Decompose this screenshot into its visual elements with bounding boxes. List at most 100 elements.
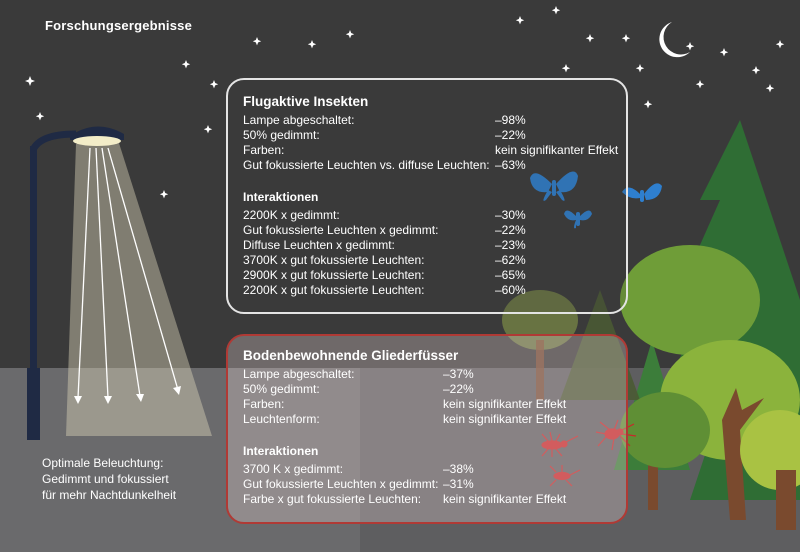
result-row: Lampe abgeschaltet:–98% — [243, 113, 622, 128]
star — [585, 34, 595, 43]
interaction-row: Gut fokussierte Leuchten x gedimmt:–31% — [243, 477, 622, 492]
star — [252, 37, 262, 46]
row-value: –22% — [443, 382, 474, 396]
row-label: Farben: — [243, 143, 285, 157]
row-value: –38% — [443, 462, 474, 476]
row-label: 3700 K x gedimmt: — [243, 462, 344, 476]
caption-line: für mehr Nachtdunkelheit — [42, 488, 177, 502]
star — [695, 80, 705, 89]
arrowhead — [136, 394, 144, 402]
star — [25, 76, 35, 86]
lamp-pole — [30, 146, 37, 440]
light-ray — [101, 147, 141, 397]
row-label: 2900K x gut fokussierte Leuchten: — [243, 268, 425, 282]
tree-trunk — [776, 470, 796, 530]
light-rays — [77, 147, 179, 399]
arrowhead — [104, 396, 112, 404]
light-ray-arrowheads — [74, 386, 181, 404]
row-label: Diffuse Leuchten x gedimmt: — [243, 238, 395, 252]
row-value: –23% — [495, 238, 526, 252]
lighting-caption: Optimale Beleuchtung: Gedimmt und fokuss… — [42, 455, 176, 503]
light-cone — [66, 140, 212, 436]
lamp-light-icon — [73, 136, 121, 146]
light-ray — [107, 147, 179, 391]
lamp-head — [70, 126, 124, 140]
deciduous-tree — [620, 392, 710, 468]
row-label: Farben: — [243, 397, 285, 411]
star — [719, 48, 729, 57]
row-value: kein signifikanter Effekt — [443, 492, 567, 506]
row-label: Gut fokussierte Leuchten x gedimmt: — [243, 223, 439, 237]
moth-icon — [530, 171, 578, 201]
forest — [502, 120, 800, 530]
moths — [530, 171, 662, 229]
row-value: kein signifikanter Effekt — [495, 143, 619, 157]
result-row: 50% gedimmt: –22% — [243, 128, 622, 143]
page-title: Forschungsergebnisse — [45, 18, 193, 33]
result-row: Farben: kein signifikanter Effekt — [243, 143, 622, 158]
interactions-heading: Interaktionen — [243, 190, 319, 204]
star — [181, 60, 191, 69]
street-lamp — [27, 126, 124, 440]
row-label: 2200K x gedimmt: — [243, 208, 340, 222]
star — [307, 40, 317, 49]
beetle-icon — [541, 431, 579, 457]
row-label: 50% gedimmt: — [243, 128, 320, 142]
bug-icon — [549, 465, 581, 487]
tree-trunk — [536, 340, 544, 400]
interaction-row: Farbe x gut fokussierte Leuchten: kein si… — [243, 492, 622, 507]
star — [35, 112, 45, 121]
star — [345, 30, 355, 39]
interaction-row: 2200K x gedimmt: –30% — [243, 208, 622, 223]
arrowhead — [173, 386, 181, 395]
interactions-heading: Interaktionen — [243, 444, 319, 458]
row-value: –60% — [495, 283, 526, 297]
caption-line: Gedimmt und fokussiert — [42, 472, 169, 486]
panel-title: Bodenbewohnende Gliederfüsser — [243, 348, 459, 363]
moon-icon — [659, 22, 690, 58]
ground-arthropods-panel: Bodenbewohnende Gliederfüsser Lampe abge… — [226, 334, 628, 524]
result-row: 50% gedimmt: –22% — [243, 382, 622, 397]
row-value: –62% — [495, 253, 526, 267]
spider-icon — [595, 419, 637, 451]
row-value: –63% — [495, 158, 526, 172]
row-value: –37% — [443, 367, 474, 381]
tree-trunk — [722, 388, 764, 520]
arrowhead — [74, 396, 82, 404]
row-label: 50% gedimmt: — [243, 382, 320, 396]
row-value: kein signifikanter Effekt — [443, 397, 567, 411]
row-value: –31% — [443, 477, 474, 491]
star — [643, 100, 653, 109]
arthropods — [541, 419, 637, 487]
row-value: kein signifikanter Effekt — [443, 412, 567, 426]
row-value: –22% — [495, 223, 526, 237]
star — [159, 190, 169, 199]
row-value: –22% — [495, 128, 526, 142]
row-value: –30% — [495, 208, 526, 222]
result-row: Lampe abgeschaltet: –37% — [243, 367, 622, 382]
lamp-base — [27, 368, 40, 440]
star — [551, 6, 561, 15]
star — [685, 42, 695, 51]
light-ray — [77, 147, 91, 399]
star — [561, 64, 571, 73]
star — [209, 80, 219, 89]
interaction-row: 3700K x gut fokussierte Leuchten: –62% — [243, 253, 622, 268]
star — [621, 34, 631, 43]
interaction-row: Gut fokussierte Leuchten x gedimmt: –22% — [243, 223, 622, 238]
result-row: Gut fokussierte Leuchten vs. diffuse Leu… — [243, 158, 622, 173]
deciduous-tree — [740, 410, 800, 490]
interaction-row: 3700 K x gedimmt: –38% — [243, 462, 622, 477]
star — [515, 16, 525, 25]
result-row: Farben: kein signifikanter Effekt — [243, 397, 622, 412]
stars — [25, 6, 785, 199]
row-label: 3700K x gut fokussierte Leuchten: — [243, 253, 425, 267]
row-label: Farbe x gut fokussierte Leuchten: — [243, 492, 422, 506]
caption-line: Optimale Beleuchtung: — [42, 456, 164, 470]
row-label: Gut fokussierte Leuchten vs. diffuse Leu… — [243, 158, 490, 172]
moth-icon — [564, 210, 592, 229]
row-label: Leuchtenform: — [243, 412, 320, 426]
lamp-arm — [29, 130, 77, 152]
row-label: Lampe abgeschaltet: — [243, 367, 355, 381]
